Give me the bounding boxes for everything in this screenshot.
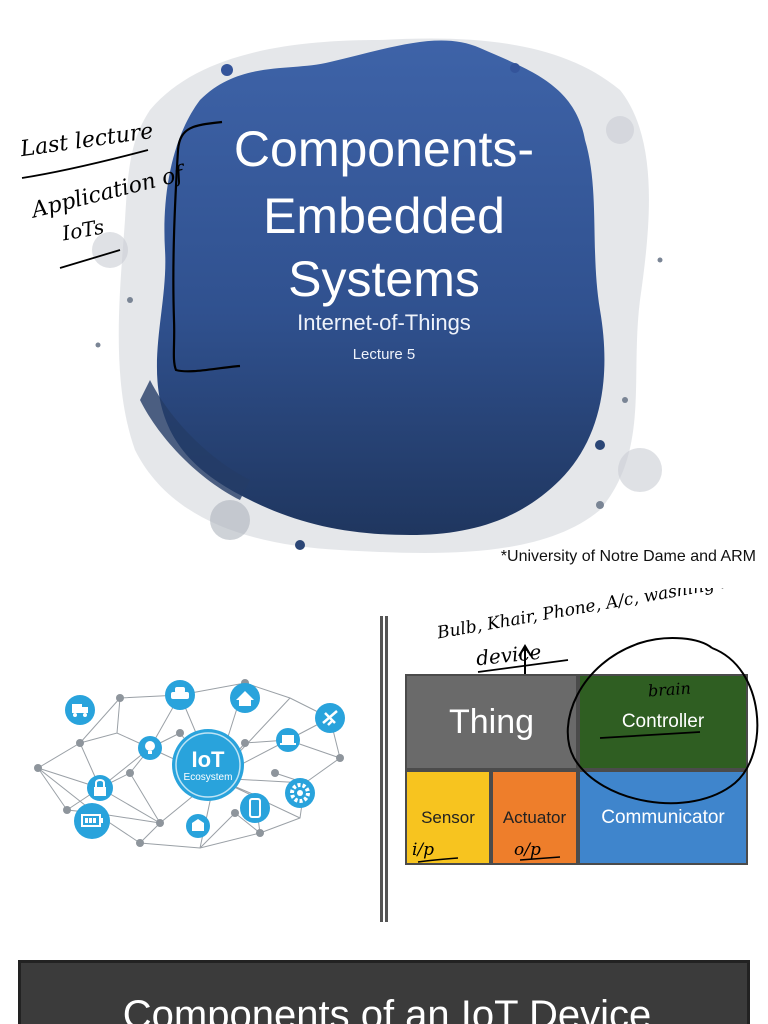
actuator-label: Actuator [502, 807, 567, 827]
handwritten-bracket [21, 120, 241, 373]
components-slide-header: Components of an IoT Device [0, 950, 768, 1024]
title-bar: Components of an IoT Device [18, 960, 750, 1024]
double-divider-line [380, 616, 388, 922]
communicator-label: Communicator [601, 806, 725, 828]
iot-ecosystem-hub: IoT Ecosystem [172, 729, 244, 801]
title-line-2: Embedded [263, 188, 505, 244]
battery-icon [74, 803, 110, 839]
iot-ecosystem-network-graphic: IoT Ecosystem [34, 679, 345, 849]
phone-icon [240, 793, 270, 823]
lecture-number: Lecture 5 [352, 346, 416, 363]
satellite-icon [315, 703, 345, 733]
handwritten-output-note: o/p [514, 840, 541, 860]
sensor-label: Sensor [421, 807, 475, 827]
hub-label-ecosystem: Ecosystem [184, 772, 233, 783]
hub-label-iot: IoT [192, 747, 226, 772]
title-slide: Components- Embedded Systems Internet-of… [18, 38, 756, 565]
lock-icon [87, 775, 113, 801]
thing-label: Thing [448, 702, 535, 741]
thing-cell: Thing [405, 674, 578, 770]
building-icon [186, 814, 210, 838]
controller-label: Controller [621, 711, 705, 732]
subtitle: Internet-of-Things [297, 310, 471, 335]
handwritten-input-note: i/p [412, 840, 435, 860]
paint-splash-background [92, 38, 663, 554]
gear-icon [285, 778, 315, 808]
home-icon [230, 683, 260, 713]
actuator-cell: Actuator [491, 770, 578, 865]
title-line-1: Components- [233, 121, 535, 177]
bulb-icon [138, 736, 162, 760]
controller-cell: Controller [578, 674, 748, 770]
slide3-title: Components of an IoT Device [122, 993, 652, 1024]
handwritten-annotations [417, 637, 759, 863]
thing-components-slide: IoT Ecosystem Thing Controller Sensor Ac… [0, 588, 768, 940]
car-icon [165, 680, 195, 710]
footnote: *University of Notre Dame and ARM [500, 548, 756, 565]
truck-icon [65, 695, 95, 725]
sensor-cell: Sensor [405, 770, 491, 865]
title-line-3: Systems [288, 251, 480, 307]
communicator-cell: Communicator [578, 770, 748, 865]
handwritten-brain-label: brain [647, 678, 692, 701]
laptop-icon [276, 728, 300, 752]
